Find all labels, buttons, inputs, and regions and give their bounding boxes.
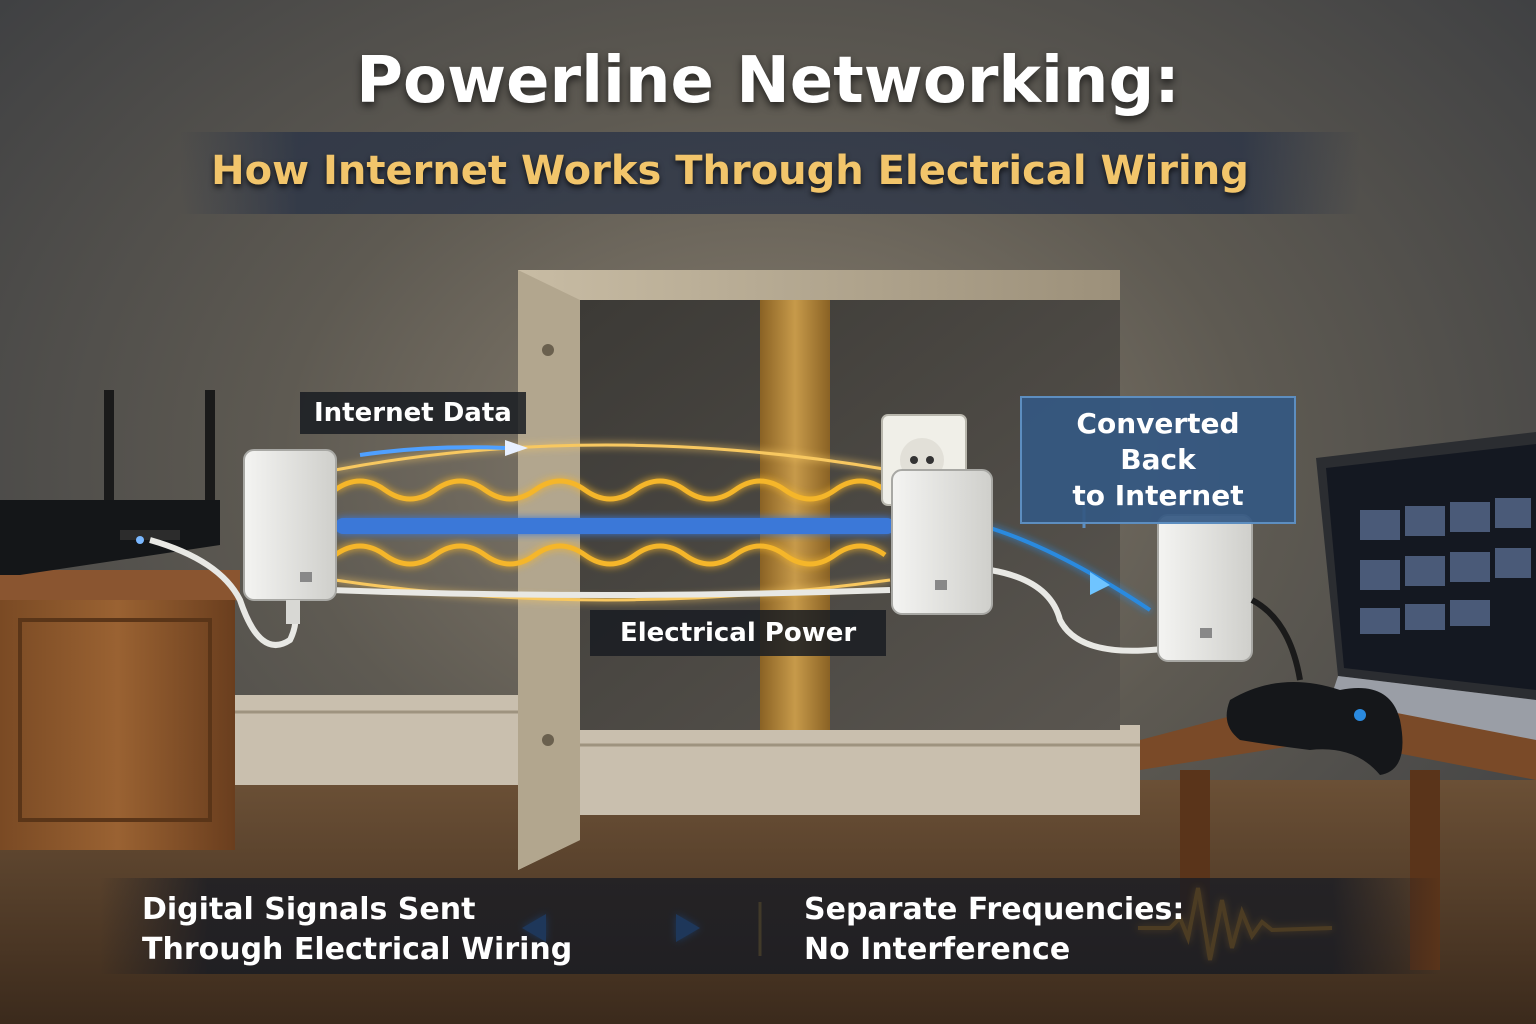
converted-back-label: Converted Back to Internet <box>1020 396 1296 524</box>
footer-left-line2: Through Electrical Wiring <box>142 932 573 967</box>
internet-data-label: Internet Data <box>300 392 526 434</box>
footer-left-line1: Digital Signals Sent <box>142 892 476 927</box>
data-signal-cable <box>335 518 895 534</box>
converted-back-line1: Converted Back <box>1076 407 1240 476</box>
router-device <box>0 390 220 575</box>
electrical-power-label: Electrical Power <box>590 610 887 656</box>
game-controller <box>1226 682 1403 775</box>
footer-right-line1: Separate Frequencies: <box>804 892 1185 927</box>
footer-left-text: Digital Signals Sent Through Electrical … <box>142 890 572 970</box>
converted-signal-arrow <box>989 526 1152 612</box>
power-cables <box>149 537 1171 654</box>
baseboard-left <box>230 695 530 785</box>
page-title: Powerline Networking: <box>356 44 1180 118</box>
internet-data-arrow <box>359 445 506 457</box>
converted-back-line2: to Internet <box>1072 479 1244 512</box>
subtitle-band <box>180 132 1360 214</box>
powerline-adapter-middle <box>891 469 993 615</box>
powerline-adapter-right <box>1157 514 1253 662</box>
cabinet-left <box>0 570 240 850</box>
footer-right-line2: No Interference <box>804 932 1071 967</box>
powerline-adapter-left <box>243 449 337 624</box>
footer-band <box>100 878 1440 974</box>
footer-right-text: Separate Frequencies: No Interference <box>804 890 1184 970</box>
baseboard-right <box>580 725 1140 815</box>
laptop <box>1316 432 1536 740</box>
page-subtitle: How Internet Works Through Electrical Wi… <box>211 148 1249 194</box>
